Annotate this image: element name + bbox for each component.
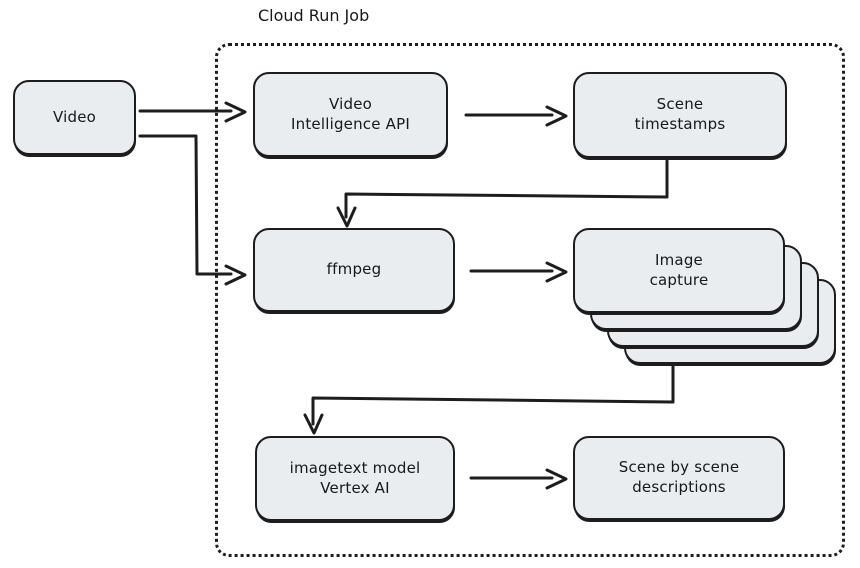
node-scene-by-scene-descriptions-label: Scene by scene descriptions — [618, 458, 740, 496]
edge-image-capture-to-imagetext-model — [303, 363, 675, 435]
edge-ffmpeg-to-image-capture — [469, 261, 568, 283]
edge-scene-timestamps-to-ffmpeg — [336, 159, 669, 228]
node-scene-timestamps-label: Scene timestamps — [634, 95, 726, 133]
node-ffmpeg-label: ffmpeg — [326, 260, 382, 279]
cloud-run-job-title: Cloud Run Job — [258, 6, 370, 25]
node-imagetext-model-vertex-ai[interactable]: imagetext model Vertex AI — [255, 436, 455, 521]
node-video[interactable]: Video — [13, 80, 136, 155]
node-image-capture[interactable]: Image capture — [573, 228, 785, 313]
edge-video-to-video-intelligence-api — [138, 101, 247, 123]
node-video-intelligence-api[interactable]: Video Intelligence API — [253, 72, 448, 157]
cloud-run-job-boundary — [215, 43, 845, 557]
edge-imagetext-model-to-scene-descriptions — [469, 468, 568, 490]
node-scene-timestamps[interactable]: Scene timestamps — [573, 72, 787, 158]
edge-video-to-ffmpeg — [138, 134, 247, 286]
node-imagetext-model-vertex-ai-label: imagetext model Vertex AI — [289, 458, 421, 497]
node-scene-by-scene-descriptions[interactable]: Scene by scene descriptions — [573, 436, 785, 520]
node-ffmpeg[interactable]: ffmpeg — [253, 228, 455, 312]
edge-video-intelligence-api-to-scene-timestamps — [464, 105, 568, 127]
node-video-intelligence-api-label: Video Intelligence API — [291, 94, 410, 133]
node-video-label: Video — [52, 107, 97, 126]
node-image-capture-label: Image capture — [649, 250, 709, 289]
